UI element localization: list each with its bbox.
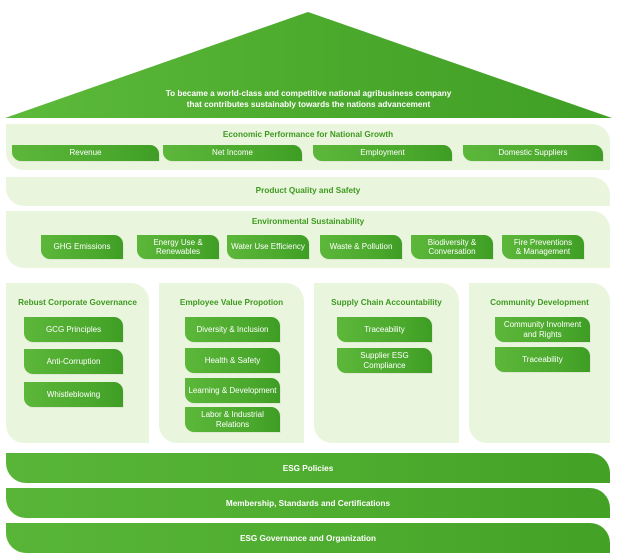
- community-involvement-label-1: Community Involment: [503, 320, 582, 329]
- water-use-label: Water Use Efficiency: [231, 242, 305, 252]
- pillar-community-development-title: Community Development: [490, 298, 589, 307]
- biodiversity-chip: Biodiversity & Conversation: [411, 235, 493, 259]
- net-income-chip: Net Income: [163, 145, 302, 161]
- fire-prevention-chip: Fire Preventions & Management: [502, 235, 584, 259]
- membership-standards-bar: Membership, Standards and Certifications: [6, 488, 610, 518]
- community-involvement-chip: Community Involment and Rights: [495, 317, 590, 342]
- diversity-inclusion-label: Diversity & Inclusion: [196, 324, 269, 334]
- energy-use-label-2: Renewables: [155, 247, 201, 256]
- energy-use-chip: Energy Use & Renewables: [137, 235, 219, 259]
- community-traceability-chip: Traceability: [495, 347, 590, 372]
- pillar-corporate-governance: Rebust Corporate Governance GCG Principl…: [6, 283, 149, 443]
- waste-pollution-chip: Waste & Pollution: [320, 235, 402, 259]
- employment-chip: Employment: [313, 145, 452, 161]
- community-involvement-label-2: and Rights: [523, 329, 562, 339]
- labor-relations-label-2: Relations: [215, 419, 250, 429]
- waste-pollution-label: Waste & Pollution: [329, 242, 393, 252]
- health-safety-chip: Health & Safety: [185, 348, 280, 373]
- traceability-chip: Traceability: [337, 317, 432, 342]
- vision-statement: To became a world-class and competitive …: [120, 88, 497, 110]
- labor-relations-chip: Labor & Industrial Relations: [185, 407, 280, 432]
- energy-use-label-1: Energy Use &: [153, 237, 203, 247]
- supplier-esg-chip: Supplier ESG Compliance: [337, 348, 432, 373]
- traceability-label: Traceability: [364, 324, 405, 334]
- learning-development-label: Learning & Development: [188, 385, 277, 395]
- whistleblowing-chip: Whistleblowing: [24, 382, 123, 407]
- biodiversity-label-1: Biodiversity &: [427, 237, 477, 247]
- anti-corruption-chip: Anti-Corruption: [24, 349, 123, 374]
- pillar-supply-chain-title: Supply Chain Accountability: [331, 298, 442, 307]
- whistleblowing-label: Whistleblowing: [46, 389, 101, 399]
- product-quality-title: Product Quality and Safety: [255, 186, 361, 195]
- vision-line-1: To became a world-class and competitive …: [165, 89, 452, 98]
- fire-prevention-label-2: & Management: [515, 247, 571, 256]
- labor-relations-label-1: Labor & Industrial: [201, 410, 264, 419]
- economic-performance-title: Economic Performance for National Growth: [222, 130, 394, 139]
- biodiversity-label-2: Conversation: [428, 247, 476, 256]
- gcg-principles-chip: GCG Principles: [24, 317, 123, 342]
- revenue-chip: Revenue: [12, 145, 159, 161]
- pillar-employee-value: Employee Value Propotion Diversity & Inc…: [159, 283, 304, 443]
- domestic-suppliers-chip: Domestic Suppliers: [463, 145, 603, 161]
- pillar-supply-chain: Supply Chain Accountability Traceability…: [314, 283, 459, 443]
- pillar-employee-value-title: Employee Value Propotion: [179, 298, 284, 307]
- pillar-corporate-governance-title: Rebust Corporate Governance: [18, 298, 137, 307]
- product-quality-band: Product Quality and Safety: [6, 177, 610, 206]
- environmental-band: Environmental Sustainability GHG Emissio…: [6, 211, 610, 268]
- roof-triangle: [5, 12, 612, 118]
- roof: To became a world-class and competitive …: [0, 0, 617, 122]
- ghg-emissions-chip: GHG Emissions: [41, 235, 123, 259]
- health-safety-label: Health & Safety: [204, 355, 261, 365]
- diversity-inclusion-chip: Diversity & Inclusion: [185, 317, 280, 342]
- water-use-chip: Water Use Efficiency: [227, 235, 309, 259]
- fire-prevention-label-1: Fire Preventions: [513, 237, 573, 247]
- environmental-title: Environmental Sustainability: [251, 217, 365, 226]
- ghg-emissions-label: GHG Emissions: [53, 242, 111, 252]
- esg-governance-bar: ESG Governance and Organization: [6, 523, 610, 553]
- community-traceability-label: Traceability: [522, 354, 563, 364]
- gcg-principles-label: GCG Principles: [45, 324, 102, 334]
- vision-line-2: that contributes sustainably towards the…: [186, 100, 431, 109]
- economic-performance-band: Economic Performance for National Growth…: [6, 124, 610, 170]
- anti-corruption-label: Anti-Corruption: [46, 356, 101, 366]
- learning-development-chip: Learning & Development: [185, 378, 280, 403]
- supplier-esg-label-1: Supplier ESG: [360, 351, 409, 360]
- pillar-community-development: Community Development Community Involmen…: [469, 283, 610, 443]
- esg-policies-bar: ESG Policies: [6, 453, 610, 483]
- supplier-esg-label-2: Compliance: [363, 360, 406, 370]
